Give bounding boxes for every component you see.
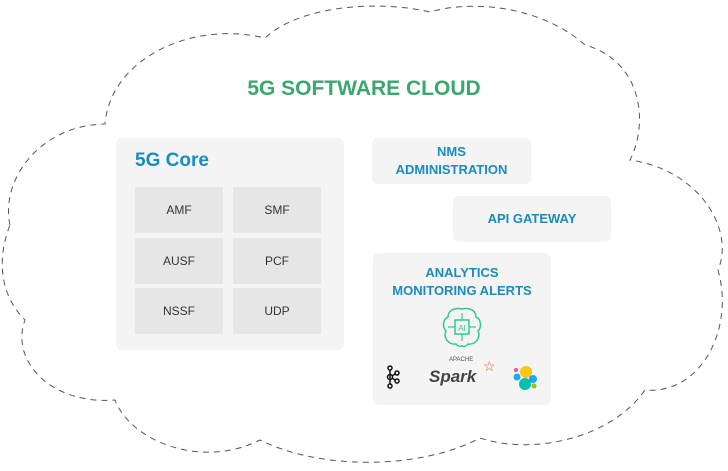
- api-gateway-label: API GATEWAY: [487, 211, 577, 226]
- core-function-amf: AMF: [135, 187, 223, 233]
- api-gateway-panel: API GATEWAY: [453, 196, 611, 242]
- spark-logo-text: Spark: [429, 367, 477, 386]
- ai-brain-icon: AI: [442, 307, 482, 348]
- elastic-icon: [513, 366, 537, 390]
- nms-panel: NMS ADMINISTRATION: [372, 138, 531, 184]
- core-function-smf: SMF: [233, 187, 321, 233]
- core-function-udp: UDP: [233, 288, 321, 334]
- kafka-icon: [386, 365, 400, 389]
- ai-icon-text: AI: [458, 324, 466, 333]
- 5g-core-title: 5G Core: [135, 150, 209, 171]
- 5g-core-panel: 5G Core AMF SMF AUSF PCF NSSF UDP: [116, 138, 344, 350]
- core-function-nssf: NSSF: [135, 288, 223, 334]
- nms-label: NMS: [437, 144, 466, 159]
- analytics-label: ANALYTICS: [425, 265, 499, 280]
- monitoring-alerts-label: MONITORING ALERTS: [392, 283, 532, 298]
- spark-star-icon: ☆: [483, 358, 496, 374]
- spark-logo: APACHE Spark ☆: [429, 357, 499, 393]
- diagram-title: 5G SOFTWARE CLOUD: [247, 77, 481, 100]
- core-function-pcf: PCF: [233, 238, 321, 284]
- nms-admin-label: ADMINISTRATION: [395, 162, 508, 177]
- core-function-ausf: AUSF: [135, 238, 223, 284]
- spark-logo-apache: APACHE: [449, 357, 474, 363]
- analytics-panel: ANALYTICS MONITORING ALERTS AI APACHE Sp…: [373, 253, 551, 405]
